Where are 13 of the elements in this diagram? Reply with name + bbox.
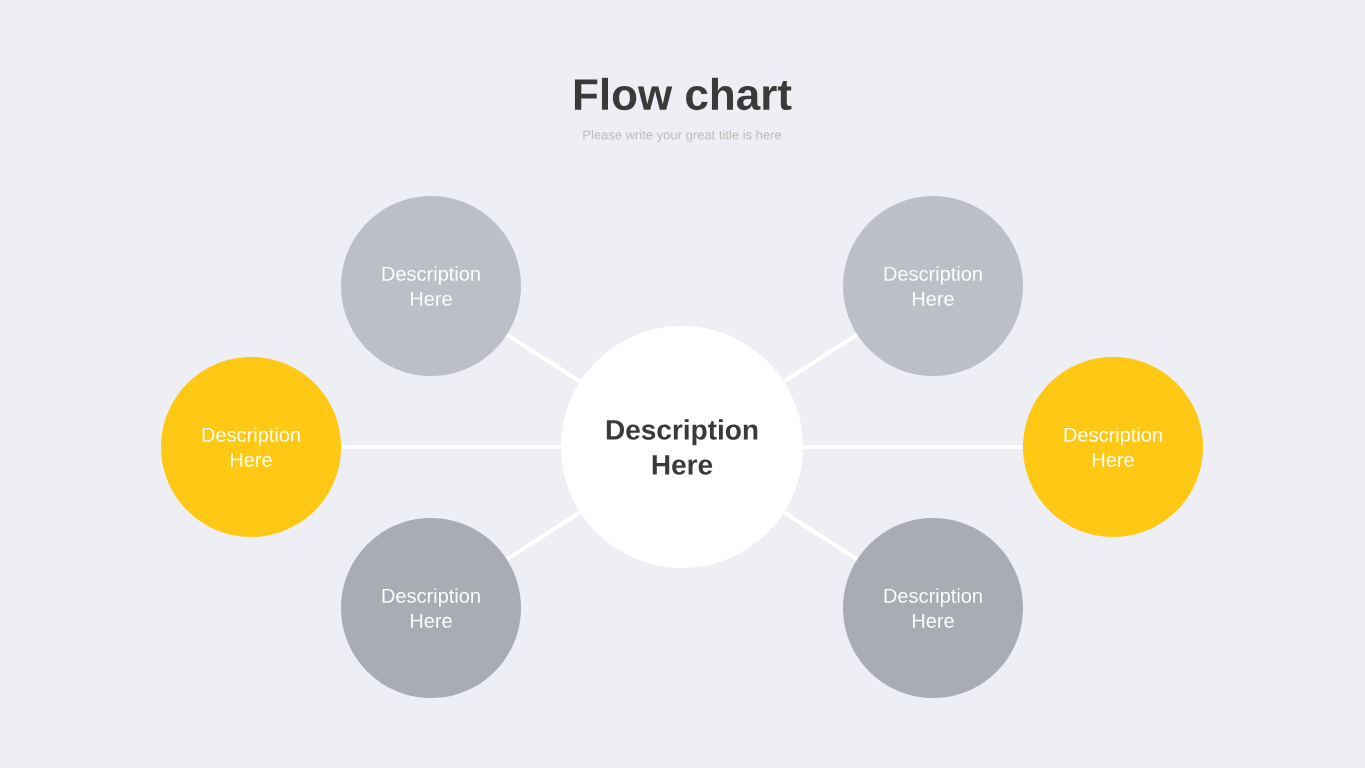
circle-node: Description Here <box>561 326 803 568</box>
connector-line <box>782 510 859 561</box>
circle-node: Description Here <box>843 518 1023 698</box>
connector-line <box>505 510 582 561</box>
circle-node: Description Here <box>843 196 1023 376</box>
circle-node: Description Here <box>161 357 341 537</box>
subtitle: Please write your great title is here <box>583 129 782 143</box>
title: Flow chart <box>574 77 792 111</box>
circle-node: Description Here <box>341 196 521 376</box>
circle-node: Description Here <box>1023 357 1203 537</box>
connector-line <box>782 333 859 384</box>
circle-node: Description Here <box>341 518 521 698</box>
connector-line <box>505 333 582 384</box>
